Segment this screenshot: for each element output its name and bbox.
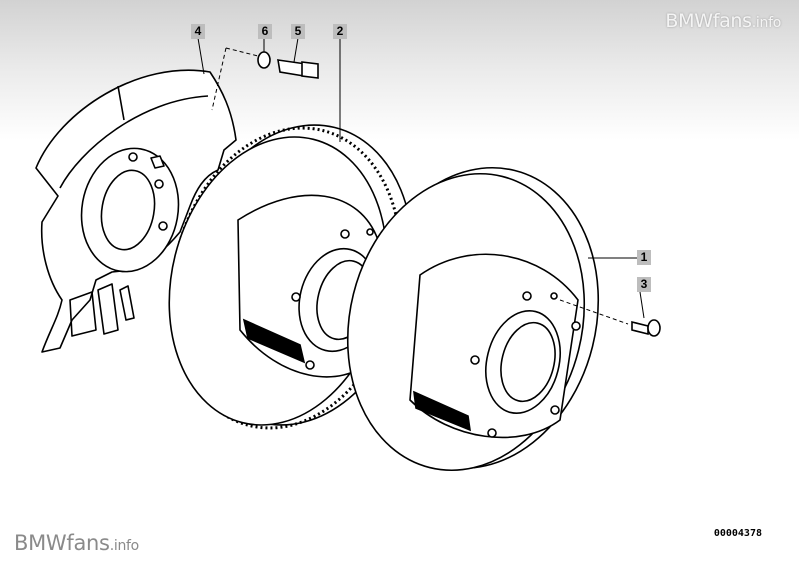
solid-brake-disc (346, 166, 600, 472)
callout-6[interactable]: 6 (258, 24, 272, 39)
callout-4[interactable]: 4 (191, 24, 205, 39)
watermark-top: BMWfans.info (665, 10, 781, 32)
watermark-bottom: BMWfans.info (14, 531, 139, 555)
drawing-number: 00004378 (713, 528, 762, 539)
countersunk-screw (631, 319, 661, 337)
callout-2[interactable]: 2 (333, 24, 347, 39)
watermark-tld: .info (751, 15, 782, 31)
callout-5[interactable]: 5 (291, 24, 305, 39)
watermark-brand: BMWfans (665, 10, 752, 32)
watermark-brand: BMWfans (14, 531, 110, 555)
callout-1[interactable]: 1 (637, 250, 651, 265)
callout-3[interactable]: 3 (637, 277, 651, 292)
bolt-and-washer (257, 51, 319, 79)
watermark-tld: .info (109, 538, 140, 554)
dust-shield (35, 69, 237, 353)
leader-lines (197, 37, 645, 325)
